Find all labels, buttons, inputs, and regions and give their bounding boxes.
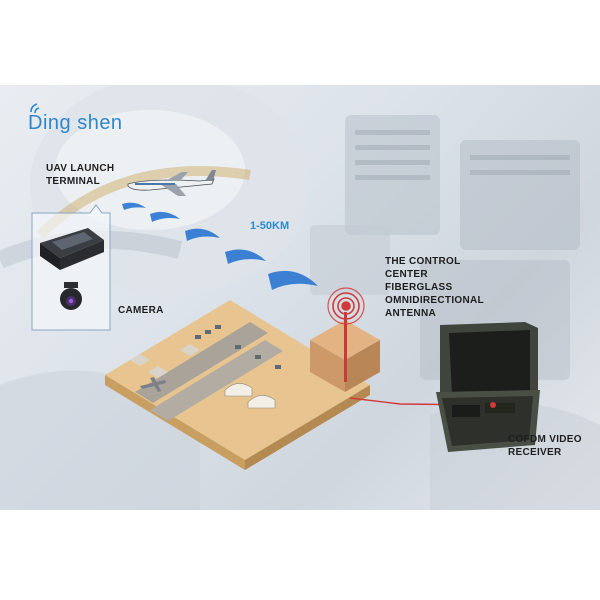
antenna-mast [344, 312, 347, 382]
brand-logo: Ding shen [28, 112, 123, 134]
video-receiver-case-icon [436, 322, 540, 452]
terminal-callout-box [31, 204, 111, 331]
launch-terminal-device-icon [40, 228, 104, 270]
control-center-antenna-label: THE CONTROL CENTER FIBERGLASS OMNIDIRECT… [385, 256, 484, 319]
background-art [0, 85, 600, 510]
camera-label: CAMERA [118, 305, 164, 316]
antenna-icon [327, 287, 365, 325]
aircraft-icon [127, 170, 216, 196]
camera-gimbal-icon [60, 282, 82, 310]
signal-link-waves [122, 202, 318, 290]
cofdm-video-receiver-label: COFDM VIDEO RECEIVER [508, 434, 582, 458]
range-label: 1-50KM [250, 220, 290, 232]
uav-launch-terminal-label: UAV LAUNCH TERMINAL [46, 163, 115, 187]
background-cockpit-photo [0, 85, 600, 510]
military-base-illustration [105, 300, 380, 470]
signal-waves-icon [30, 103, 40, 114]
